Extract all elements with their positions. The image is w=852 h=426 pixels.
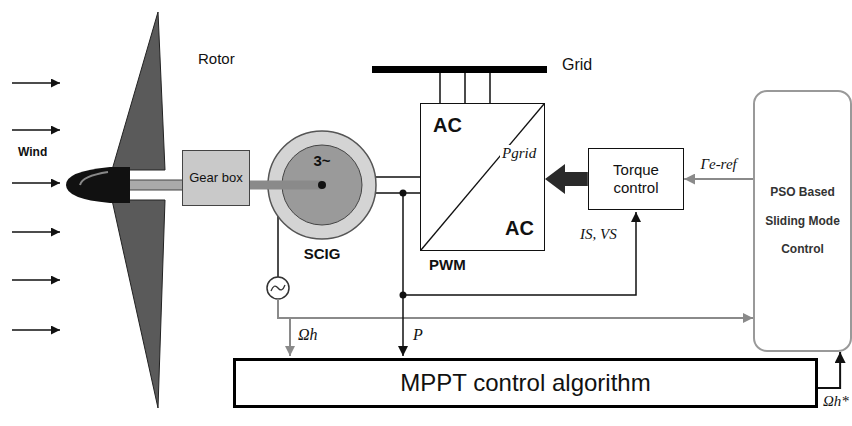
rotor-hub	[66, 167, 130, 203]
stator-ring	[268, 131, 376, 239]
wind-arrow	[12, 231, 60, 233]
command-arrow	[545, 164, 588, 194]
wind-label: Wind	[16, 146, 49, 160]
converter-box: ACACPWM	[420, 103, 545, 251]
rotor-blade	[112, 12, 165, 170]
rotor-drawing	[66, 12, 183, 408]
box-label: Gear box	[189, 171, 242, 186]
drive-shaft	[250, 181, 268, 190]
converter-side: AC	[433, 114, 462, 137]
control-box: Torque control	[588, 148, 684, 210]
converter-side: AC	[505, 217, 534, 240]
sensor-symbol	[271, 285, 285, 291]
drive-shaft	[267, 181, 322, 190]
power-wire	[402, 193, 404, 356]
gear-box: Gear box	[182, 150, 250, 206]
speed-wire	[289, 318, 291, 356]
grid-feed	[440, 73, 490, 103]
wind-arrow	[12, 82, 60, 84]
algorithm-box: MPPT control algorithm	[233, 358, 818, 408]
generator-drawing	[267, 130, 377, 240]
signal-label: Ωh*	[821, 393, 851, 410]
signal-label: Pgrid	[500, 145, 538, 162]
signal-label: P	[411, 326, 425, 344]
grid-bus: Grid	[372, 66, 547, 73]
box-label: Torque control	[594, 161, 678, 197]
speed-wire	[278, 299, 753, 318]
wind-arrows	[12, 83, 60, 330]
speed-reference	[818, 352, 840, 388]
sensor-stem	[277, 216, 279, 277]
box-label: PSO Based Sliding Mode Control	[758, 178, 847, 264]
signal-label: Γe-ref	[698, 156, 738, 173]
power-cable	[375, 177, 420, 193]
rotor-blade	[112, 200, 165, 408]
shaft-end	[318, 181, 326, 189]
signal-label: IS, VS	[578, 226, 619, 243]
speed-sensor	[267, 277, 289, 299]
converter-label: PWM	[429, 256, 466, 273]
rotor-shaft	[128, 180, 183, 190]
hub-highlight	[80, 172, 108, 185]
converter-diagonal	[421, 104, 544, 250]
controller-box: PSO Based Sliding Mode Control	[753, 90, 852, 352]
generator-symbol: 3~SCIG	[267, 130, 377, 240]
signal-label: Ωh	[296, 326, 320, 344]
machine-label: SCIG	[267, 245, 377, 262]
box-label: MPPT control algorithm	[400, 369, 650, 397]
wind-arrow	[12, 182, 60, 184]
wind-arrow	[12, 329, 60, 331]
bus-label: Grid	[562, 56, 592, 74]
phase-label: 3~	[267, 152, 377, 169]
part-label: Rotor	[196, 50, 237, 67]
torque-reference	[684, 178, 753, 180]
wind-arrow	[12, 129, 60, 131]
wind-arrow	[12, 279, 60, 281]
